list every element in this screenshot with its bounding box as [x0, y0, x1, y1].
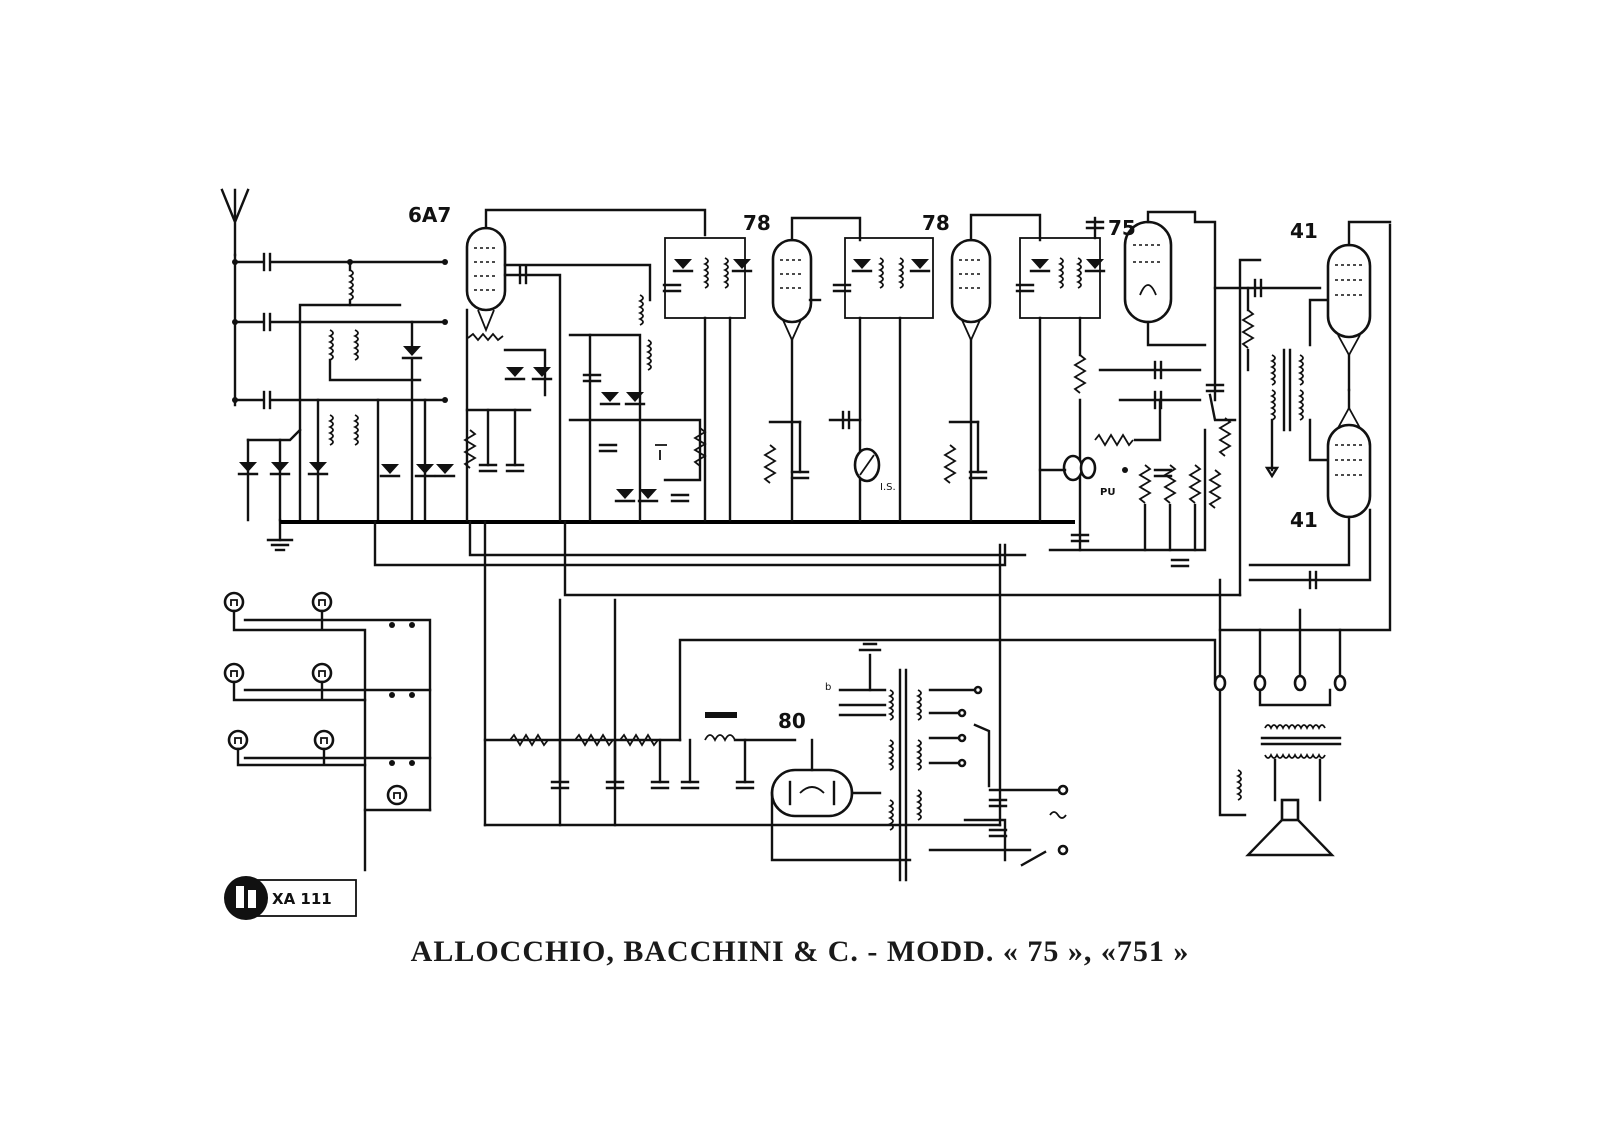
output-tube-41-bottom: 41	[1248, 388, 1372, 567]
publisher-stamp: XA 111	[224, 876, 357, 920]
detector-tube-label: 75	[1108, 216, 1136, 240]
if-amplifier-tube-1: 78	[743, 211, 862, 522]
oscillator-section	[568, 294, 706, 522]
rectifier-tube-label: 80	[778, 709, 806, 733]
speaker-section	[1213, 578, 1347, 857]
ground-icon	[266, 518, 294, 552]
tuning-meter: I.S.	[853, 447, 896, 493]
meter-label: I.S.	[880, 482, 896, 493]
dial-lamp-icon	[227, 729, 249, 751]
mixer-tube-label: 6A7	[408, 203, 451, 227]
output-transformer	[1260, 724, 1342, 802]
output-top-tube-label: 41	[1290, 219, 1318, 243]
if-transformer-2	[828, 237, 934, 522]
output-stage	[1213, 278, 1332, 479]
filter-choke	[704, 712, 737, 743]
if-transformer-1	[662, 237, 753, 522]
dial-lamp-icon	[223, 662, 245, 684]
speaker-icon	[1245, 798, 1335, 857]
dial-lamp-icon	[223, 591, 245, 613]
interstage-transformer	[1264, 348, 1304, 479]
antenna-section	[220, 188, 456, 552]
detector-tube-75: 75 PU	[1038, 210, 1237, 568]
pickup-label: PU	[1100, 487, 1115, 498]
svg-text:b: b	[825, 682, 831, 693]
pilot-lamp-icon	[386, 784, 408, 806]
dial-lamp-icon	[311, 591, 333, 613]
dial-lamps	[223, 591, 432, 872]
if2-tube-label: 78	[922, 211, 950, 235]
if1-tube-label: 78	[743, 211, 771, 235]
schematic-caption: ALLOCCHIO, BACCHINI & C. - MODD. « 75 »,…	[410, 935, 1190, 968]
dial-lamp-icon	[313, 729, 335, 751]
bus-lines	[280, 223, 1392, 827]
output-bottom-tube-label: 41	[1290, 508, 1318, 532]
antenna-icon	[220, 188, 250, 257]
power-transformer: b	[825, 642, 1069, 882]
rectifier-tube-80: 80	[770, 709, 912, 862]
output-tube-41-top: 41	[1290, 219, 1392, 392]
power-supply: 80 b	[483, 638, 1217, 882]
dial-lamp-icon	[311, 662, 333, 684]
if-amplifier-tube-2: 78	[922, 211, 1042, 522]
antenna-coupling-caps	[233, 252, 447, 410]
stamp-code: XA 111	[272, 890, 332, 908]
mixer-tube-6a7: 6A7	[408, 203, 707, 522]
if-transformer-3	[1015, 216, 1106, 522]
